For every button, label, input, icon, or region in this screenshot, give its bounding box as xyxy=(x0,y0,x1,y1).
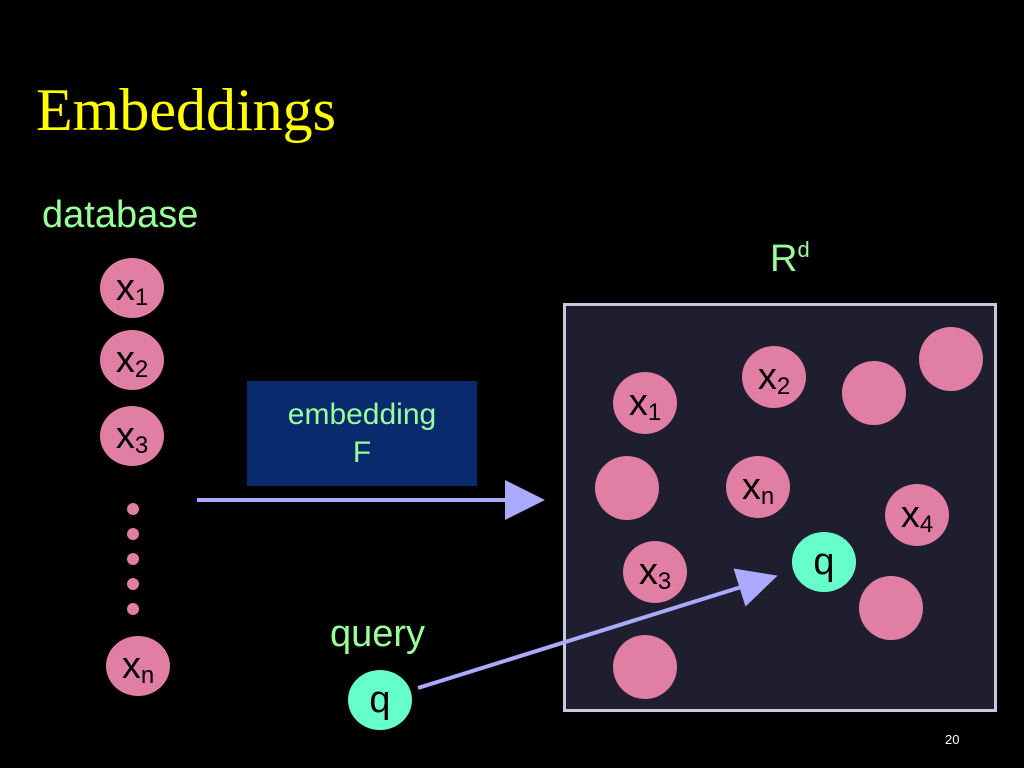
query-point: q xyxy=(348,670,412,730)
slide-title: Embeddings xyxy=(36,77,336,143)
space-point-xn-sub: n xyxy=(760,483,775,510)
space-point xyxy=(595,456,659,520)
space-point-x1-sub: 1 xyxy=(647,399,662,426)
ellipsis-dot xyxy=(127,603,139,615)
space-point xyxy=(842,361,906,425)
ellipsis-dot xyxy=(127,578,139,590)
database-item-xn-base: x xyxy=(121,645,141,687)
embedding-function-label: F xyxy=(352,435,372,469)
space-point-x2-base: x xyxy=(757,356,777,398)
database-item-x1-sub: 1 xyxy=(134,284,149,311)
embedding-label: embedding xyxy=(287,397,437,431)
space-point-x3-base: x xyxy=(638,551,658,593)
query-label: query xyxy=(330,613,426,655)
database-label: database xyxy=(42,194,199,236)
space-query-point-label: q xyxy=(813,541,835,583)
ellipsis-dot xyxy=(127,528,139,540)
database-item-x3-sub: 3 xyxy=(134,432,149,459)
space-point-x3-sub: 3 xyxy=(657,568,672,595)
space-point-x1-base: x xyxy=(628,382,648,424)
space-query-point: q xyxy=(792,532,856,592)
ellipsis-dot xyxy=(127,553,139,565)
database-item-x3-base: x xyxy=(115,415,135,457)
space-point-xn-base: x xyxy=(741,466,761,508)
space-point xyxy=(613,635,677,699)
space-point-x2-sub: 2 xyxy=(776,373,791,400)
database-item-xn-sub: n xyxy=(140,662,155,689)
database-item-x1-base: x xyxy=(115,267,135,309)
query-arrow xyxy=(417,568,778,690)
space-label-sup: d xyxy=(797,237,810,262)
ellipsis-dot xyxy=(127,503,139,515)
space-label-base: R xyxy=(770,238,798,280)
space-point xyxy=(919,327,983,391)
space-point-x4-sub: 4 xyxy=(919,511,934,538)
database-item-x2-base: x xyxy=(115,339,135,381)
database-item-x2-sub: 2 xyxy=(134,356,149,383)
embedding-box: embedding F xyxy=(247,381,477,486)
page-number: 20 xyxy=(945,732,960,747)
query-point-label: q xyxy=(369,679,391,721)
space-point xyxy=(859,576,923,640)
space-label: Rd xyxy=(770,237,810,280)
space-point-x4-base: x xyxy=(900,494,920,536)
